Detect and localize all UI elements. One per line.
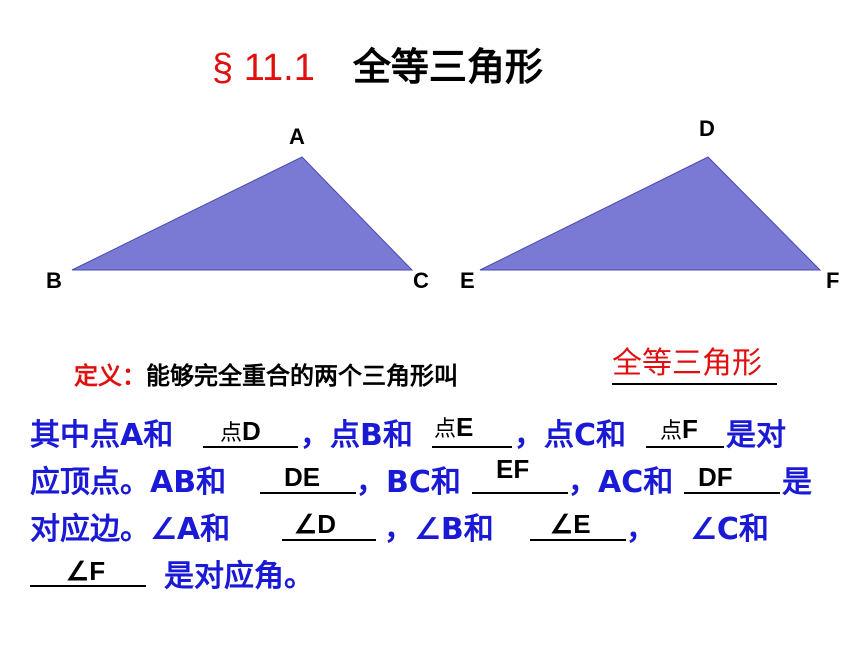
vertex-label-b: B — [46, 268, 62, 293]
line4-part1: 是对应角。 — [164, 559, 314, 594]
blank-4 — [260, 492, 356, 494]
line1-part3: ，点C和 — [514, 418, 627, 453]
line2-part2: ，BC和 — [356, 465, 461, 500]
line2-part4: 是 — [782, 465, 812, 500]
section-number: § 11.1 — [212, 47, 315, 89]
definition-label: 定义： — [74, 362, 146, 390]
triangle-abc — [71, 156, 414, 271]
blank-7 — [282, 539, 376, 541]
answer-angle-d: ∠D — [294, 509, 337, 539]
answer-side-ef: EF — [496, 454, 530, 484]
line2-part1: 应顶点。AB和 — [30, 465, 227, 500]
answer-point-f: 点F — [660, 414, 698, 444]
vertex-label-e: E — [460, 268, 475, 293]
line3-part4: ∠C和 — [690, 512, 769, 547]
definition-blank — [612, 383, 777, 385]
triangles-figure — [71, 156, 822, 271]
line3-part1: 对应边。∠A和 — [30, 512, 231, 547]
blank-6 — [684, 492, 780, 494]
blank-8 — [530, 539, 626, 541]
definition-answer: 全等三角形 — [612, 346, 762, 381]
blank-9 — [30, 585, 146, 587]
vertex-label-a: A — [289, 124, 305, 149]
answer-angle-f: ∠F — [66, 556, 106, 586]
line3-part3: ， — [626, 512, 656, 547]
line1-part1: 其中点A和 — [30, 418, 174, 453]
vertex-label-d: D — [699, 116, 715, 141]
line3-part2: ，∠B和 — [384, 512, 494, 547]
triangle-def — [479, 156, 822, 271]
answer-point-e: 点E — [434, 412, 474, 442]
definition-text: 能够完全重合的两个三角形叫 — [146, 362, 458, 390]
vertex-label-c: C — [413, 268, 429, 293]
blank-2 — [432, 446, 512, 448]
page-title: § 11.1 全等三角形 — [212, 36, 543, 91]
answer-side-de: DE — [284, 462, 321, 492]
section-title: 全等三角形 — [352, 45, 543, 89]
blank-5 — [472, 492, 568, 494]
blank-3 — [646, 446, 724, 448]
line1-part4: 是对 — [726, 418, 786, 453]
blank-1 — [203, 446, 298, 448]
line2-part3: ，AC和 — [568, 465, 674, 500]
answer-side-df: DF — [698, 462, 733, 492]
line1-part2: ，点B和 — [300, 418, 413, 453]
answer-angle-e: ∠E — [550, 509, 591, 539]
definition: 定义：能够完全重合的两个三角形叫 — [74, 356, 458, 391]
vertex-label-f: F — [826, 268, 840, 293]
answer-point-d: 点D — [220, 416, 261, 446]
